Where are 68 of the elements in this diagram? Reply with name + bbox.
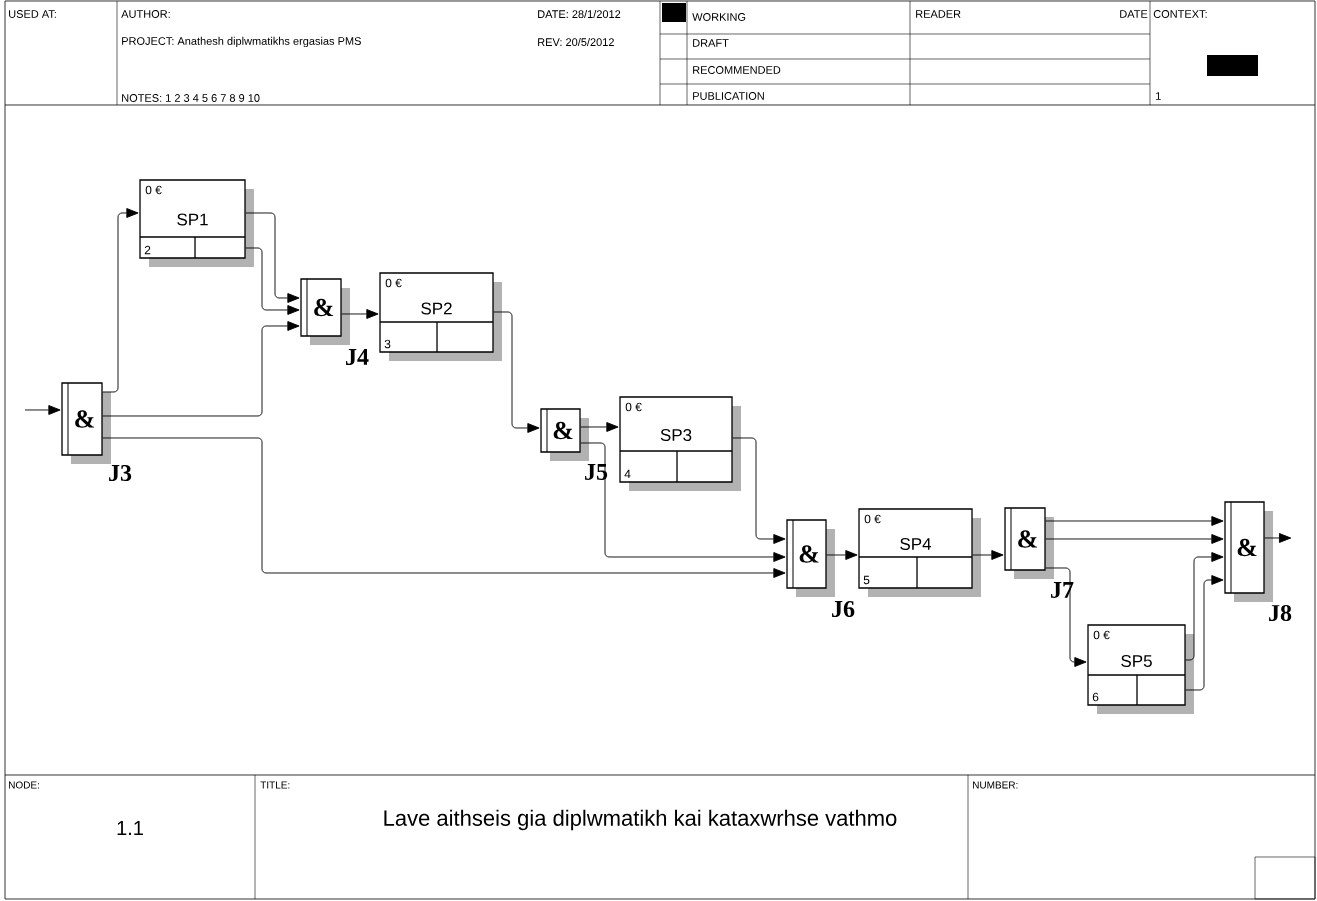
junction-box: & [786, 519, 835, 597]
activity-box [1087, 624, 1194, 714]
arrow [102, 321, 300, 417]
junction-label: J6 [832, 600, 855, 618]
status-label: WORKING [692, 13, 746, 21]
arrow [341, 309, 379, 319]
cost-label: 0 € [385, 278, 402, 288]
activity-number: 5 [863, 575, 870, 585]
junction-box: & [300, 278, 350, 345]
field-label: NODE: [9, 781, 39, 789]
column-heading: DATE [1120, 10, 1148, 18]
activity-name: SP3 [660, 429, 692, 441]
junction-box: & [1224, 501, 1273, 602]
date-field: DATE: 28/1/2012 [538, 9, 621, 19]
activity-box [858, 508, 981, 597]
junction-label: J8 [1269, 604, 1292, 622]
arrow [493, 311, 540, 433]
activity-name: SP2 [421, 302, 452, 315]
field-label: CONTEXT: [1153, 10, 1207, 18]
junction-box: & [540, 408, 589, 461]
junction-box: & [1004, 507, 1054, 579]
diagram-title: Lave aithseis gia diplwmatikh kai kataxwrhse vathmo [384, 809, 897, 831]
field-label: AUTHOR: [121, 10, 170, 18]
junction-box: & [61, 382, 111, 464]
activity-name: SP1 [177, 213, 208, 226]
arrow [1045, 534, 1224, 544]
activity-number: 4 [624, 469, 631, 479]
arrow [245, 247, 300, 315]
arrow [826, 550, 858, 560]
status-label: PUBLICATION [693, 92, 764, 100]
arrow [580, 422, 619, 432]
arrow [102, 437, 786, 578]
field-label: TITLE: [260, 781, 290, 789]
column-heading: READER [916, 10, 961, 18]
arrow [1185, 552, 1224, 661]
arrow [245, 212, 300, 303]
status-label: RECOMMENDED [693, 66, 781, 74]
activity-name: SP5 [1121, 655, 1152, 667]
status-label: DRAFT [693, 39, 729, 47]
junction-label: J4 [346, 349, 369, 365]
activity-number: 2 [144, 245, 151, 255]
arrow [102, 208, 139, 393]
activity-box [379, 272, 502, 361]
activity-number: 3 [384, 339, 391, 349]
activity-name: SP4 [900, 538, 932, 550]
junction-label: J7 [1051, 582, 1074, 598]
cost-label: 0 € [1093, 630, 1110, 640]
field-label: NUMBER: [973, 781, 1018, 789]
arrow [1045, 516, 1224, 526]
arrow [580, 442, 786, 562]
arrow [1185, 575, 1224, 691]
junction-label: J3 [109, 464, 132, 482]
page-number: 1 [1156, 92, 1161, 100]
cost-label: 0 € [625, 402, 642, 412]
activity-number: 6 [1092, 692, 1099, 702]
arrow [972, 550, 1004, 560]
cost-label: 0 € [145, 185, 162, 195]
activity-box [139, 179, 254, 267]
arrow [1264, 533, 1292, 543]
notes-field: NOTES: 1 2 3 4 5 6 7 8 9 10 [122, 94, 260, 102]
junction-label: J5 [585, 464, 608, 480]
activity-box [619, 396, 741, 491]
arrow [24, 405, 61, 415]
cost-label: 0 € [864, 514, 881, 524]
field-label: USED AT: [9, 10, 56, 18]
node-number: 1.1 [117, 821, 143, 835]
revision-field: REV: 20/5/2012 [538, 37, 614, 47]
project-field: PROJECT: Anathesh diplwmatikhs ergasias PMS [122, 36, 361, 48]
